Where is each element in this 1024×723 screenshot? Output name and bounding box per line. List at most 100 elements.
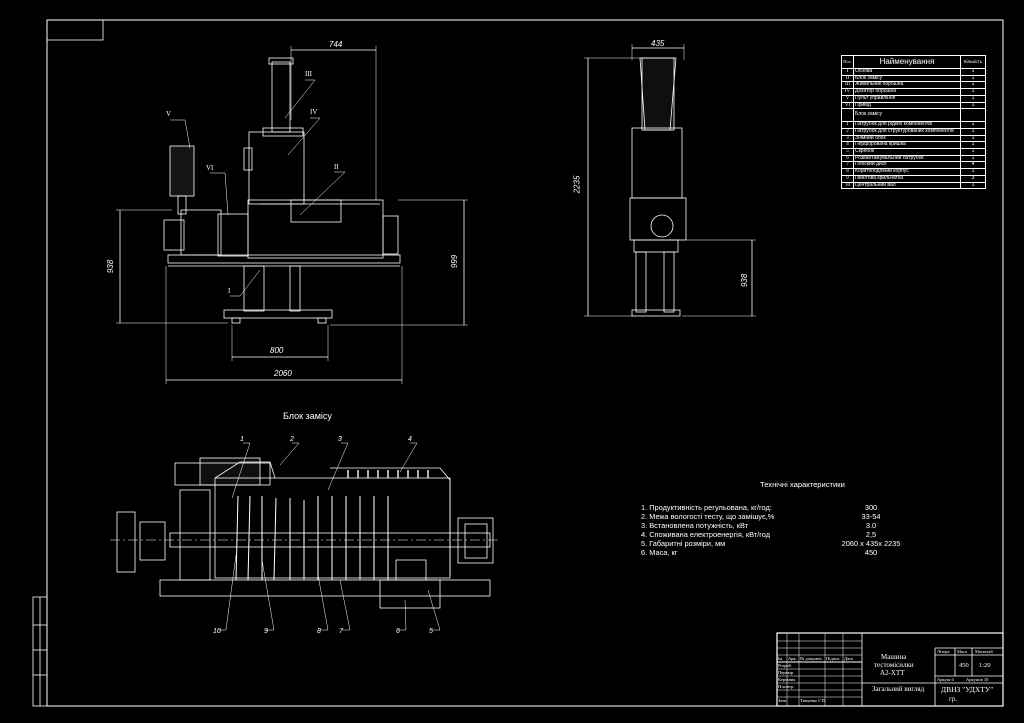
tb-scale-value: 1:20	[979, 662, 991, 669]
tb-col-doc: № докумен.	[800, 656, 823, 661]
mix-callout-4: 4	[408, 436, 412, 443]
tb-approver-name: Тищенко Г.П.	[800, 698, 826, 703]
spec-qty: 1	[960, 121, 986, 129]
spec-qty: 1	[960, 68, 986, 76]
tb-role-checker: Перевір.	[778, 670, 795, 675]
callout-i: I	[228, 287, 231, 295]
spec-qty: 1	[960, 148, 986, 156]
spec-pos: VI	[841, 101, 854, 110]
tech-label: 6. Маса, кг	[641, 548, 678, 557]
callout-vi: VI	[206, 164, 214, 172]
mixing-block-title: Блок замісу	[283, 411, 332, 421]
spec-qty: 1	[960, 94, 986, 103]
mix-callout-3: 3	[338, 436, 342, 443]
spec-header-row: Поз. Найменування Кількість	[841, 55, 986, 69]
spec-header-name: Найменування	[853, 55, 961, 69]
spec-qty: 1	[960, 81, 986, 90]
spec-pos: IV	[841, 88, 854, 96]
dim-left-height: 938	[106, 259, 116, 274]
spec-name: Знімний блок	[853, 134, 961, 143]
spec-qty: 4	[960, 161, 986, 170]
tb-sheet-label: Аркуш 6	[937, 677, 954, 682]
spec-pos: I	[841, 68, 854, 76]
general-view	[116, 46, 468, 384]
spec-pos: 3	[841, 134, 854, 143]
mix-callout-2: 2	[290, 436, 294, 443]
spec-pos: 4	[841, 141, 854, 150]
spec-name: Перфорована кришка	[853, 141, 961, 150]
spec-pos: 5	[841, 148, 854, 156]
tb-name-line1: Машина	[881, 653, 907, 661]
spec-pos: 7	[841, 161, 854, 170]
tb-letter-label: Літера	[937, 649, 950, 654]
mixing-block-section	[110, 442, 500, 631]
tech-label: 2. Межа вологості тесту, що замішує,%	[641, 512, 775, 521]
dim-top: 744	[329, 40, 343, 49]
spec-pos: V	[841, 94, 854, 103]
top-stamp-box	[46, 19, 104, 41]
spec-name: Скребок	[853, 148, 961, 156]
spec-qty: 1	[960, 74, 986, 83]
spec-header-pos: Поз.	[841, 55, 854, 69]
spec-qty: 3	[960, 174, 986, 183]
spec-header-qty: Кількість	[960, 55, 986, 69]
spec-qty: 1	[960, 134, 986, 143]
mix-callout-9: 9	[264, 628, 268, 635]
tb-org: ДВНЗ "УДХТУ"	[941, 685, 994, 694]
tb-role-approve: Затв.	[778, 698, 788, 703]
spec-pos: 1	[841, 121, 854, 129]
tb-mass-label: Маса	[957, 649, 968, 654]
spec-name: Патрубок для рідких компонентів	[853, 121, 961, 129]
spec-name: Живильник борошна	[853, 81, 961, 90]
spec-name: Гвинтова крильчатка	[853, 174, 961, 183]
spec-pos: 9	[841, 174, 854, 183]
tb-view: Загальний вигляд	[872, 685, 925, 693]
mix-callout-8: 8	[317, 628, 321, 635]
spec-name: Патрубок для структурованих компонентів	[853, 127, 961, 136]
drawing-frame	[46, 19, 1004, 707]
tb-col-sign: Підпис	[826, 656, 840, 661]
tb-col-date: Дата	[844, 656, 853, 661]
tb-mass-value: 450	[959, 662, 969, 669]
spec-name: Блок замісу	[853, 74, 961, 83]
spec-pos: 8	[841, 168, 854, 176]
spec-name: Основа	[853, 68, 961, 76]
tech-value: 33-54	[861, 512, 881, 521]
side-dim-lower: 938	[740, 273, 750, 288]
tech-list: 1. Продуктивність регульована, кг/год:30…	[641, 503, 941, 557]
tech-value: 2,5	[865, 530, 877, 539]
dim-total: 2060	[274, 369, 292, 378]
title-block: Машина тестомісилки А2-ХТТ Загальний виг…	[777, 633, 1003, 707]
spec-name: Коритоподібний корпус	[853, 168, 961, 176]
spec-qty: 1	[960, 168, 986, 176]
spec-pos: 10	[841, 181, 854, 190]
spec-qty: 1	[960, 181, 986, 190]
spec-qty: 1	[960, 101, 986, 110]
mix-callout-10: 10	[213, 628, 221, 635]
spec-name: Пульт управління	[853, 94, 961, 103]
spec-qty: 1	[960, 154, 986, 163]
tech-label: 1. Продуктивність регульована, кг/год:	[641, 503, 772, 512]
spec-pos: III	[841, 81, 854, 90]
title-block-grid	[776, 632, 1004, 707]
spec-section-row: Блок замісу	[841, 108, 986, 123]
tb-role-ncontrol: Н.контр.	[778, 684, 795, 689]
spec-section-title: Блок замісу	[853, 108, 961, 123]
tb-sheets-label: Аркушів 10	[966, 677, 989, 682]
side-dim-height: 2235	[572, 175, 582, 194]
